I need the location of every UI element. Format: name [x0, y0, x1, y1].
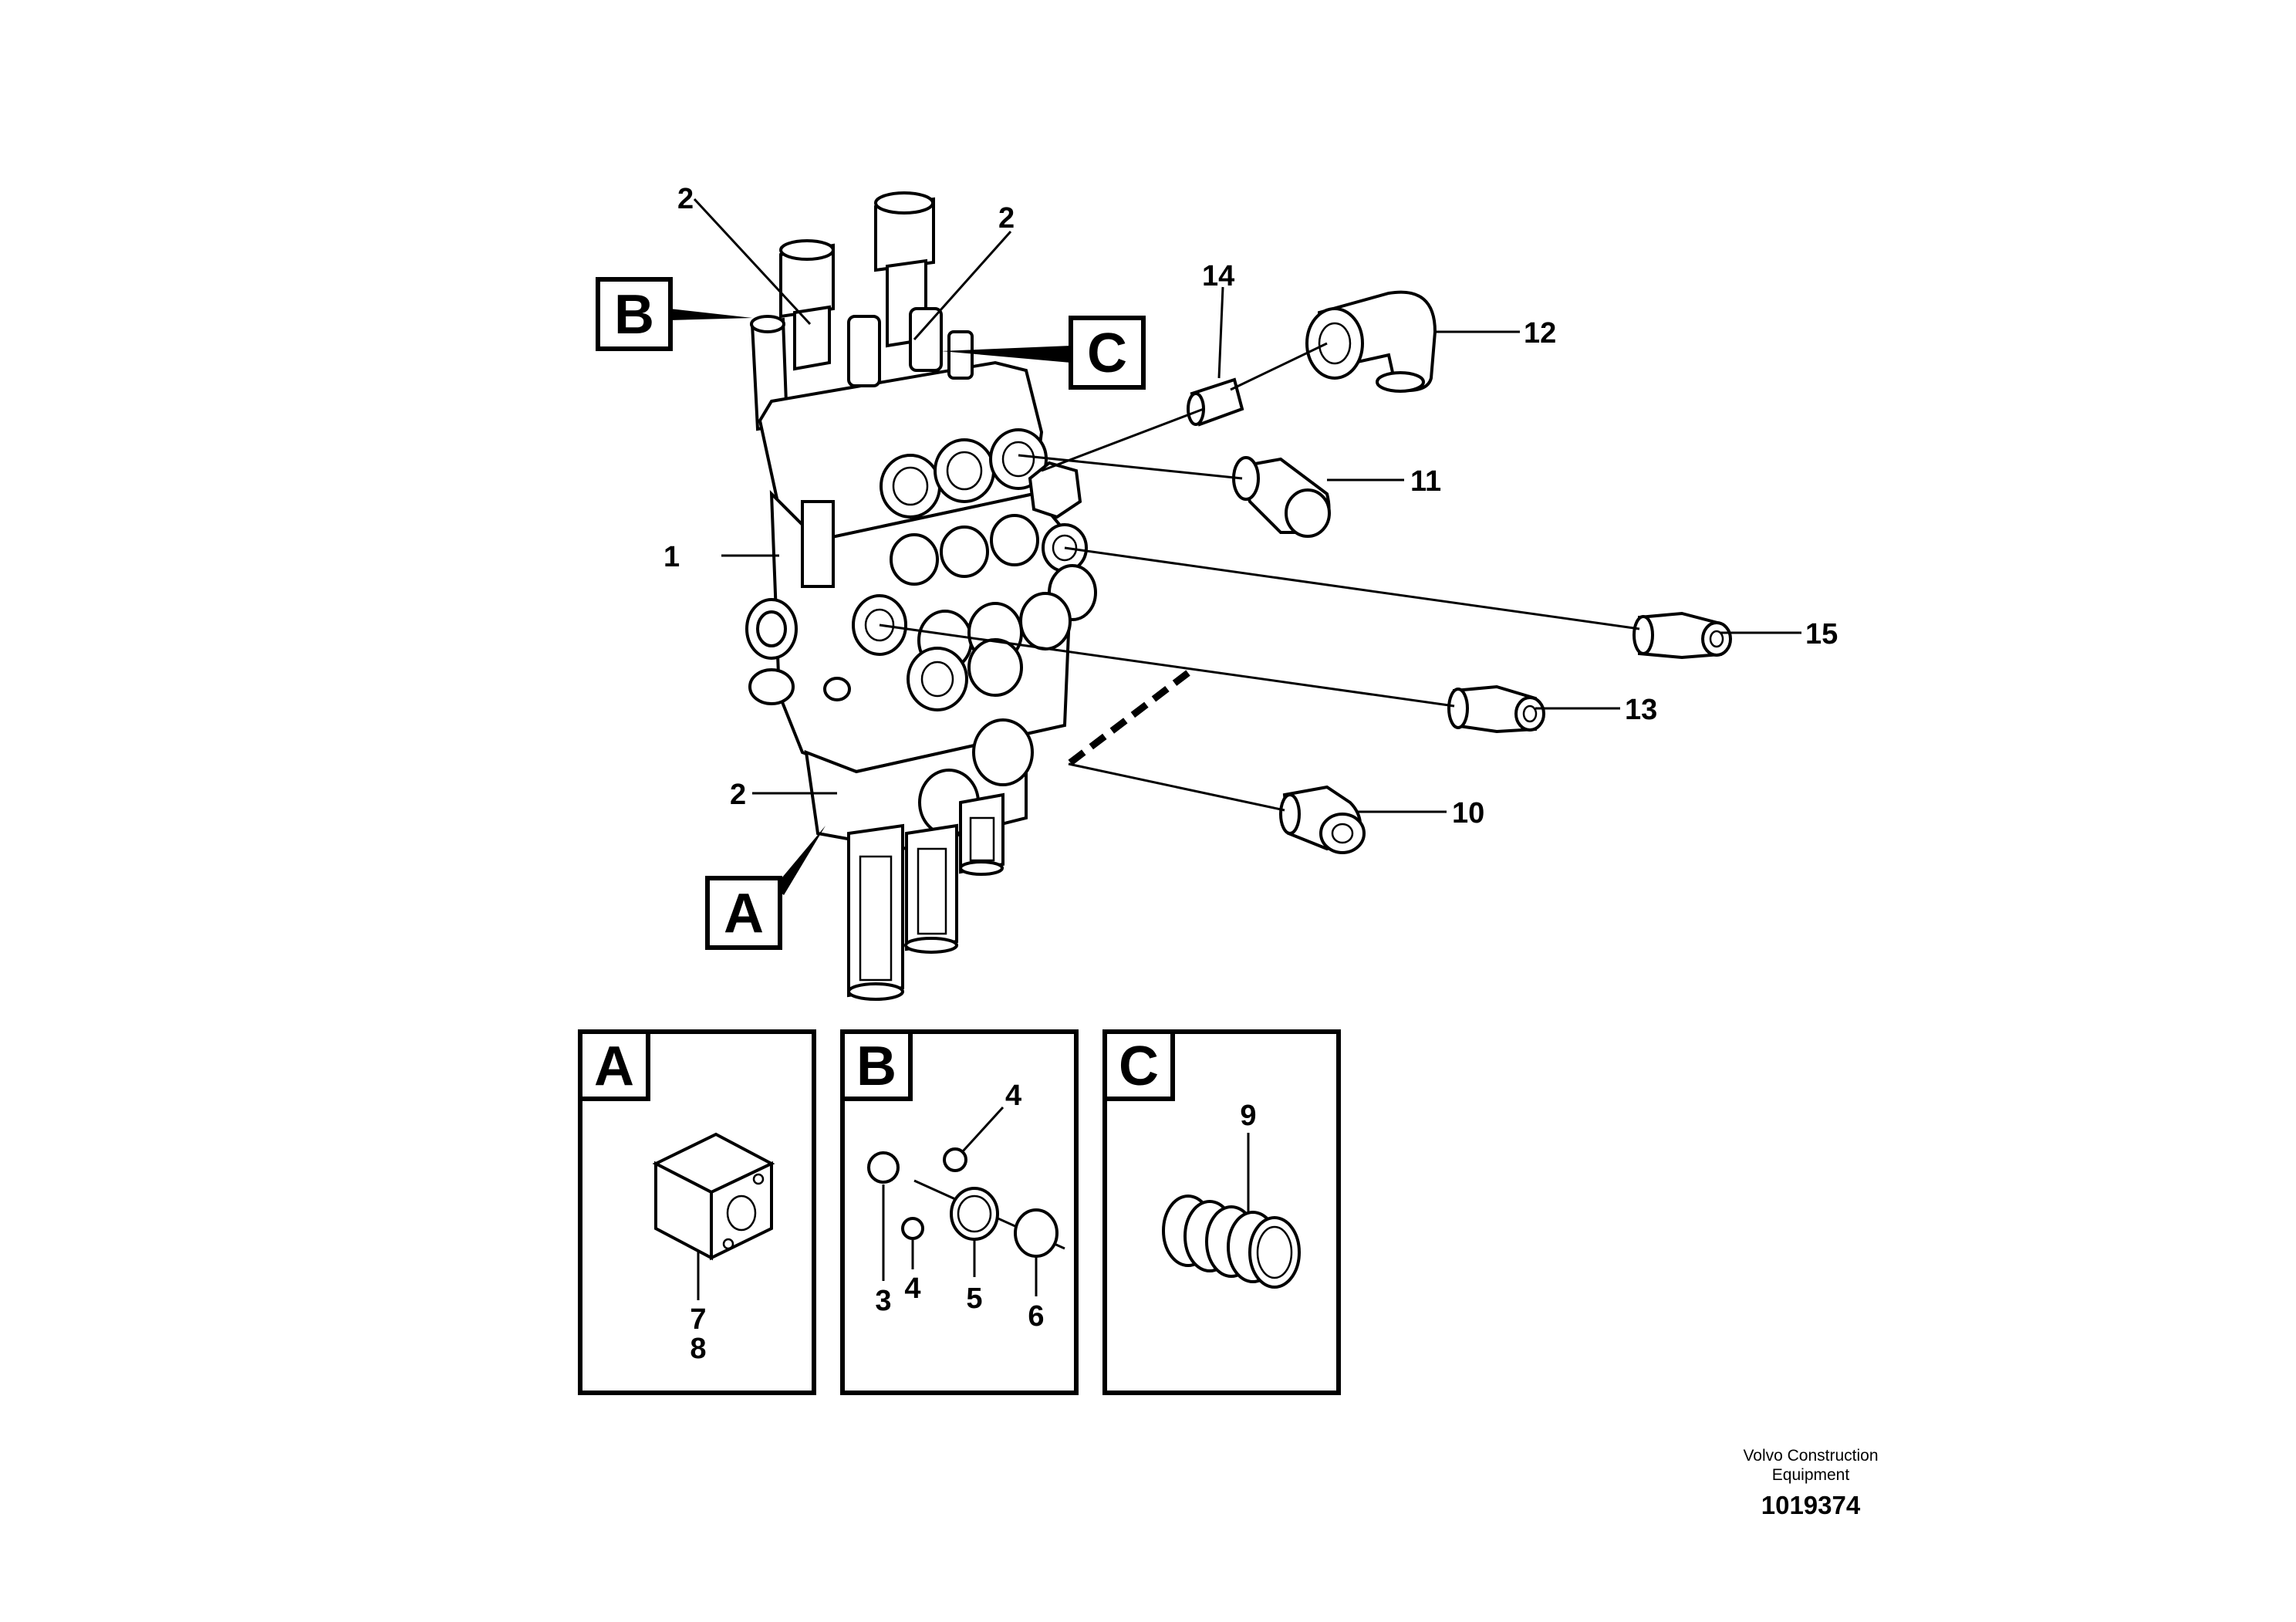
- fitting-12-elbow: [1305, 290, 1437, 393]
- detail-panel-a-letter: A: [594, 1036, 634, 1097]
- detail-ref-c: C: [1069, 316, 1146, 390]
- callout-8: 8: [690, 1333, 706, 1365]
- solenoid-block-icon: [652, 1132, 775, 1261]
- detail-ref-a: A: [705, 876, 782, 950]
- callout-15: 15: [1805, 618, 1838, 650]
- detail-panel-b-letter: B: [856, 1036, 896, 1097]
- detail-ref-a-letter: A: [724, 883, 764, 944]
- ball-4-lower-icon: [901, 1217, 924, 1240]
- company-name-line2: Equipment: [1772, 1466, 1850, 1484]
- callout-4-upper: 4: [1005, 1080, 1021, 1112]
- backup-ring-6-icon: [1014, 1208, 1059, 1258]
- leader-lines: [670, 198, 1801, 895]
- callout-10: 10: [1452, 797, 1484, 830]
- detail-panel-c-letter: C: [1119, 1036, 1159, 1097]
- callout-7: 7: [690, 1303, 706, 1336]
- drawing-number: 1019374: [1761, 1491, 1861, 1519]
- control-valve-assembly: [745, 191, 1097, 1001]
- spring-9-icon: [1162, 1195, 1301, 1289]
- ball-4-upper-icon: [943, 1147, 967, 1172]
- detail-ref-b: B: [596, 277, 673, 351]
- callout-1: 1: [663, 541, 680, 573]
- detail-panel-b: B 4 3 4 5 6: [840, 1029, 1079, 1395]
- assembly-lines: [879, 342, 1640, 812]
- callout-12: 12: [1524, 317, 1556, 350]
- callout-4-lower: 4: [904, 1272, 920, 1305]
- callout-9: 9: [1240, 1100, 1256, 1132]
- seal-3-icon: [867, 1151, 900, 1184]
- callout-6: 6: [1028, 1300, 1044, 1333]
- callout-labels: 2 2 1 2 14 12 11 15 13 10: [663, 183, 1838, 830]
- fitting-10-elbow: [1279, 785, 1366, 854]
- callout-2-bottom: 2: [730, 779, 746, 811]
- callout-2-top-left: 2: [677, 183, 694, 215]
- callout-13: 13: [1625, 694, 1657, 726]
- fitting-15-straight: [1633, 611, 1732, 660]
- callout-2-top-right: 2: [998, 202, 1015, 235]
- callout-3: 3: [875, 1285, 891, 1317]
- fitting-13-straight: [1447, 684, 1545, 734]
- callout-11: 11: [1410, 465, 1441, 498]
- callout-5: 5: [966, 1282, 982, 1315]
- detail-ref-c-letter: C: [1087, 323, 1127, 384]
- company-name-line1: Volvo Construction: [1743, 1447, 1878, 1465]
- detail-ref-b-letter: B: [614, 284, 654, 346]
- footer-block: Volvo Construction Equipment 1019374: [1743, 1447, 1878, 1519]
- plug-14: [1187, 377, 1244, 427]
- callout-14: 14: [1202, 260, 1234, 292]
- detail-panel-a: A 7 8: [578, 1029, 816, 1395]
- fitting-11-elbow: [1232, 456, 1331, 538]
- o-ring-5-icon: [950, 1187, 999, 1241]
- detail-panel-c: C 9: [1102, 1029, 1341, 1395]
